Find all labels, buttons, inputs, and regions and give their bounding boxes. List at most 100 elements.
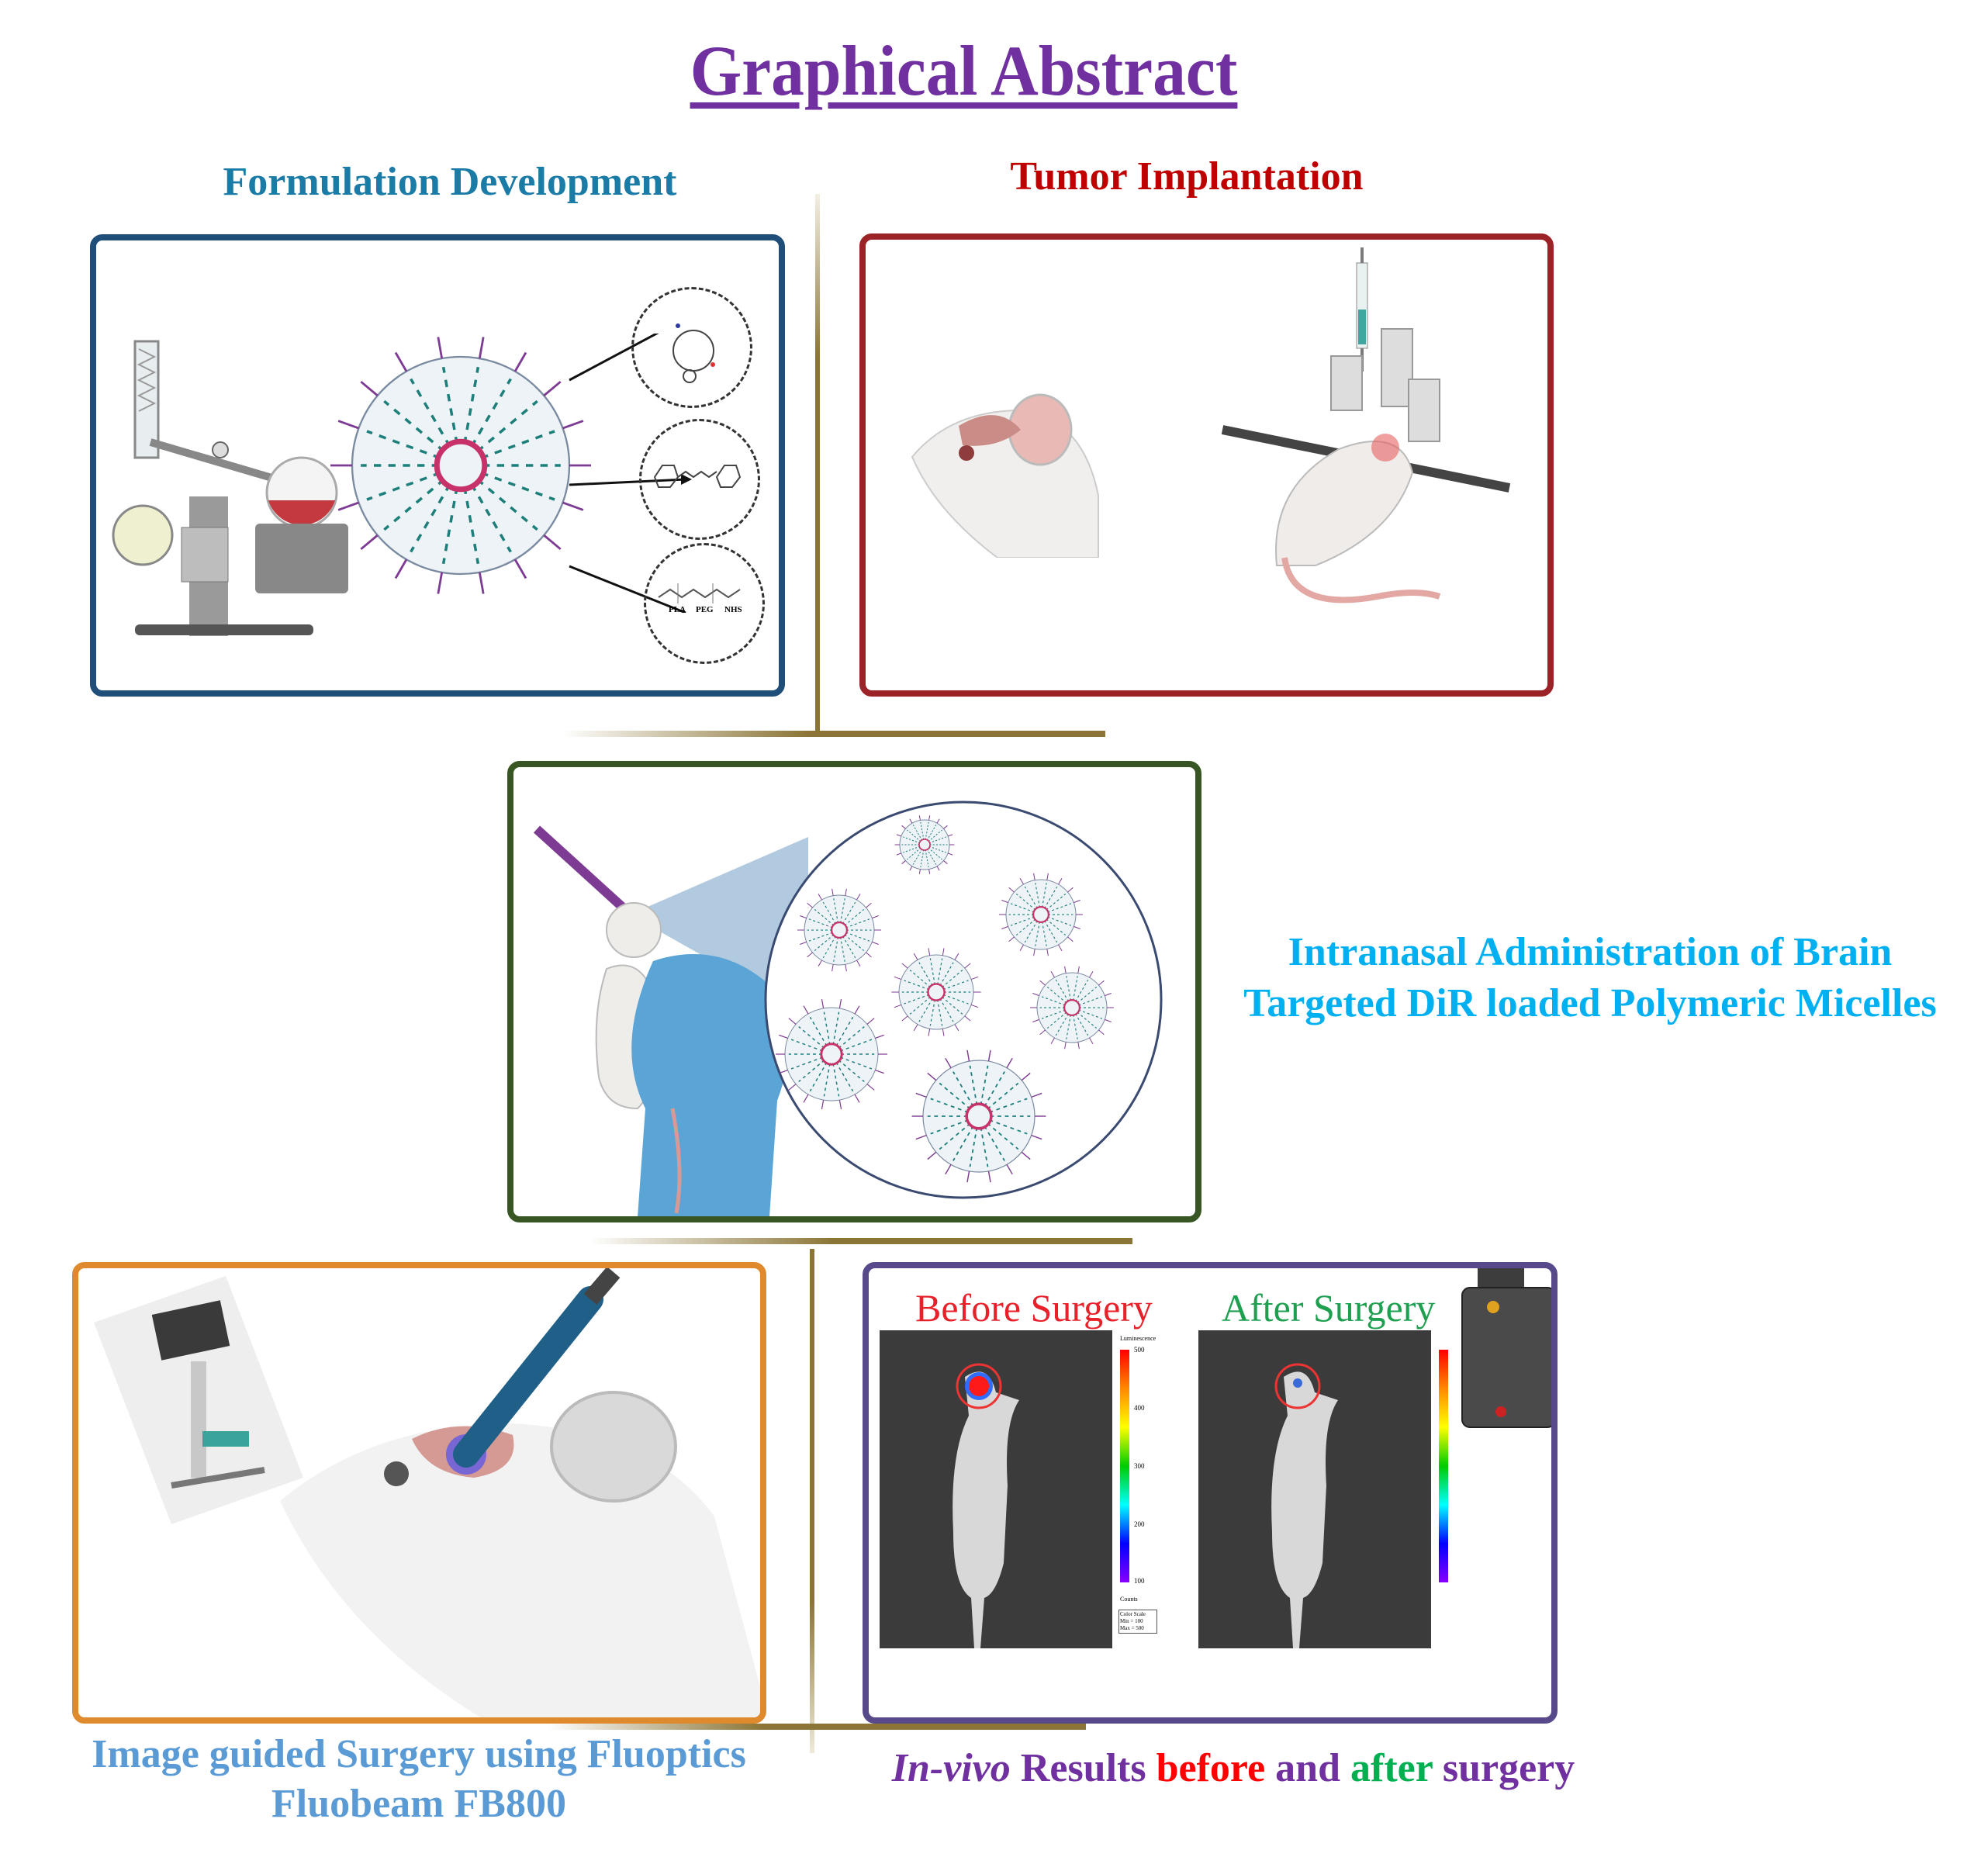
targeting-ligand — [337, 501, 359, 511]
targeting-ligand — [360, 534, 379, 551]
micelle-chain — [939, 962, 954, 986]
targeting-ligand — [918, 869, 921, 874]
targeting-ligand — [437, 337, 444, 359]
targeting-ligand — [845, 888, 847, 896]
colorbar-before: Luminescence 500 400 300 200 100 Counts … — [1112, 1330, 1182, 1648]
micelle-chain — [925, 821, 929, 840]
micelle-chain — [480, 471, 555, 501]
targeting-ligand — [875, 1069, 884, 1074]
imaging-camera-icon — [1461, 1268, 1551, 1428]
targeting-ligand — [918, 815, 921, 821]
targeting-ligand — [866, 952, 872, 958]
micelle-chain — [1055, 979, 1069, 1002]
micelle-chain — [941, 970, 963, 988]
micelle-chain — [1055, 1013, 1069, 1036]
targeting-ligand — [866, 1084, 875, 1091]
micelle-distribution-circle — [764, 801, 1163, 1199]
targeting-ligand — [360, 380, 379, 397]
connector-vertical-top — [815, 194, 820, 737]
targeting-ligand — [1098, 980, 1105, 986]
targeting-ligand — [966, 1171, 970, 1183]
targeting-ligand — [1064, 966, 1067, 973]
targeting-ligand — [927, 1151, 937, 1160]
structure-label-pla: PLA — [669, 605, 686, 614]
targeting-ligand — [915, 1134, 927, 1140]
micelle-chain — [480, 430, 555, 460]
targeting-ligand — [543, 534, 562, 551]
targeting-ligand — [901, 963, 908, 969]
micelle-chain — [840, 1056, 873, 1070]
targeting-ligand — [1105, 1018, 1112, 1022]
targeting-ligand — [1058, 877, 1063, 885]
micelle-chain — [918, 998, 933, 1022]
micelle-chain — [920, 849, 925, 868]
page-title-text: Graphical Abstract — [690, 31, 1238, 110]
targeting-ligand — [845, 964, 847, 972]
mouse-fluorescence-after — [1271, 1363, 1338, 1648]
targeting-ligand — [543, 380, 562, 397]
targeting-ligand — [803, 1094, 809, 1103]
micelle-chain — [1075, 1013, 1089, 1036]
targeting-ligand — [866, 902, 872, 908]
targeting-ligand — [854, 1094, 860, 1103]
intranasal-panel — [507, 761, 1201, 1222]
targeting-ligand — [779, 1034, 788, 1039]
micelle-chain — [1075, 979, 1089, 1002]
results-panel: Before Surgery After Surgery Luminescenc… — [863, 1262, 1558, 1724]
fluobeam-imaging-system-illustration — [94, 1276, 303, 1524]
targeting-ligand — [901, 860, 906, 865]
targeting-ligand — [818, 960, 822, 967]
targeting-ligand — [832, 888, 834, 896]
targeting-ligand — [1064, 1042, 1067, 1050]
targeting-ligand — [1058, 944, 1063, 952]
targeting-ligand — [562, 420, 584, 430]
colorbar-tick: 200 — [1134, 1520, 1145, 1528]
colorbar-gradient — [1439, 1350, 1448, 1582]
targeting-ligand — [1001, 900, 1008, 904]
structure-label-nhs: NHS — [724, 605, 742, 614]
targeting-ligand — [788, 1084, 797, 1091]
targeting-ligand — [854, 1005, 860, 1015]
targeting-ligand — [1021, 1151, 1031, 1160]
targeting-ligand — [928, 948, 931, 956]
after-surgery-image — [1198, 1330, 1501, 1648]
targeting-ligand — [1105, 993, 1112, 997]
micelle-chain — [1024, 886, 1038, 909]
targeting-ligand — [942, 948, 945, 956]
targeting-ligand — [1067, 936, 1074, 942]
results-caption: In-vivo Results before and after surgery — [861, 1745, 1606, 1791]
colorbar-tick: 300 — [1134, 1462, 1145, 1470]
before-surgery-label: Before Surgery — [915, 1286, 1153, 1330]
targeting-ligand — [1074, 900, 1080, 904]
micelle-chain — [809, 1016, 828, 1046]
targeting-ligand — [872, 941, 879, 945]
targeting-ligand — [943, 825, 948, 829]
tumor-panel — [859, 233, 1554, 697]
targeting-ligand — [856, 893, 861, 901]
pla-peg-nhs-structure — [644, 543, 765, 664]
targeting-ligand — [1032, 1018, 1039, 1022]
targeting-ligand — [928, 869, 931, 874]
targeting-ligand — [821, 998, 825, 1009]
micelle-illustration — [330, 337, 591, 594]
targeting-ligand — [970, 976, 979, 980]
targeting-ligand — [513, 351, 527, 372]
targeting-ligand — [928, 1029, 931, 1036]
color-scale-min: Min = 100 — [1120, 1618, 1143, 1624]
structure-label-peg: PEG — [696, 605, 714, 614]
targeting-ligand — [1046, 873, 1049, 880]
results-caption-invivo: In-vivo — [891, 1746, 1011, 1790]
targeting-ligand — [1050, 1037, 1055, 1045]
micelle-chain — [1024, 920, 1038, 943]
micelle-chain — [925, 849, 929, 868]
targeting-ligand — [875, 1034, 884, 1039]
targeting-ligand — [970, 1004, 979, 1008]
dir-dye-structure — [639, 419, 760, 540]
targeting-ligand — [896, 834, 902, 837]
micelle-chain — [790, 1056, 823, 1070]
micelle — [894, 815, 955, 874]
targeting-ligand — [945, 1057, 952, 1069]
targeting-ligand — [1032, 993, 1039, 997]
micelle — [776, 998, 887, 1110]
micelle-core — [1032, 905, 1050, 924]
